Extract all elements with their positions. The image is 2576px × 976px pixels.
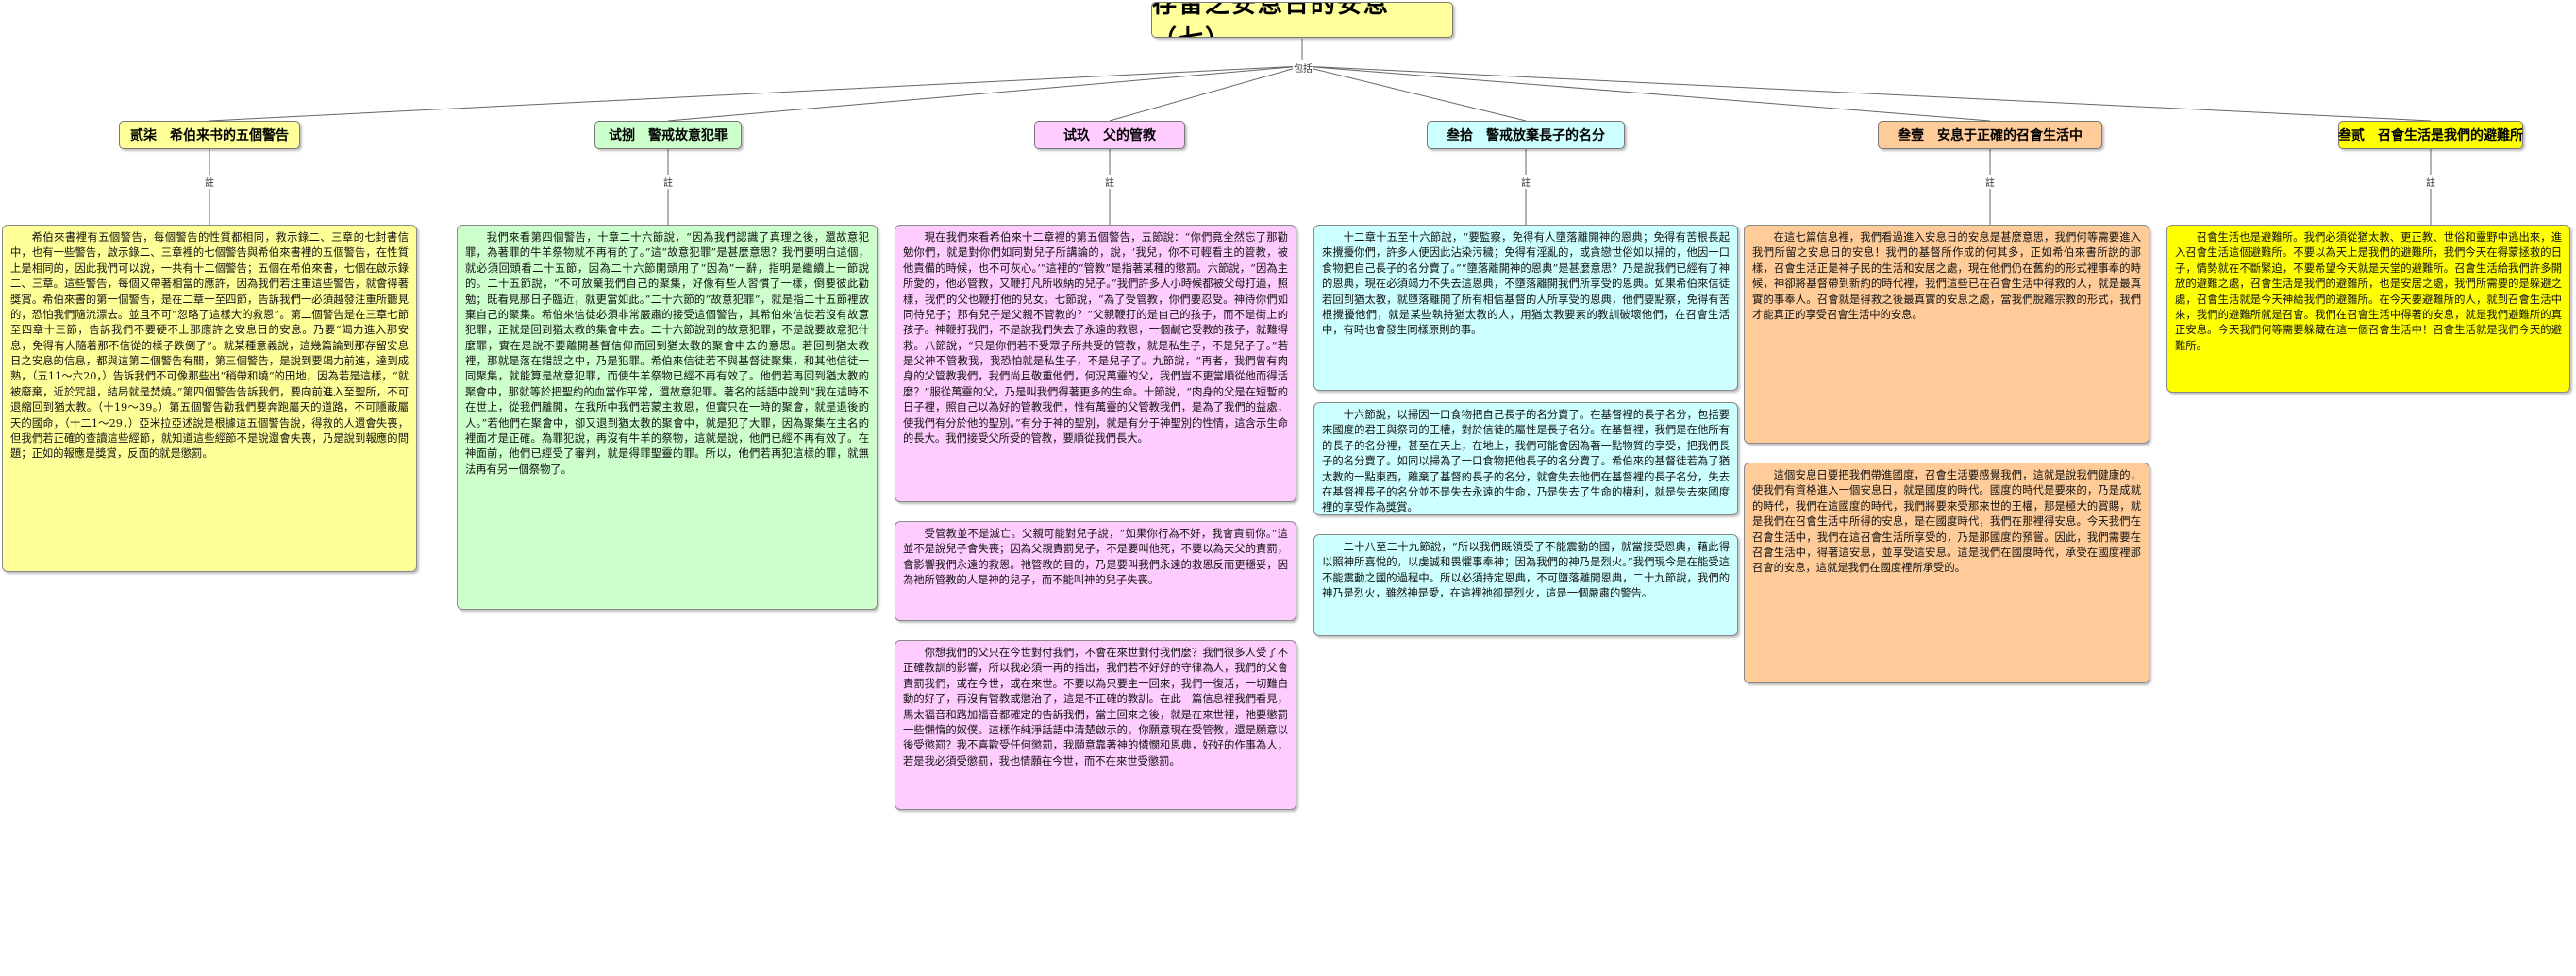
topic-28-willful-sin[interactable]: 试捌 警戒故意犯罪 bbox=[594, 121, 742, 149]
topic-32-refuge[interactable]: 叁贰 召會生活是我們的避難所 bbox=[2338, 121, 2523, 149]
note-box[interactable]: 十二章十五至十六節說，“要監察，免得有人墮落離開神的恩典；免得有苦根長起來攪擾你… bbox=[1313, 225, 1738, 391]
note-box[interactable]: 這個安息日要把我們帶進國度，召會生活要感覺我們，這就是說我們健康的，使我們有資格… bbox=[1744, 463, 2149, 683]
branch-link-label: 註 bbox=[1104, 175, 1115, 189]
topic-30-birthright[interactable]: 叁拾 警戒放棄長子的名分 bbox=[1427, 121, 1625, 149]
note-box[interactable]: 二十八至二十九節說，“所以我們既領受了不能震動的國，就當接受恩典，藉此得以照神所… bbox=[1313, 534, 1738, 636]
note-box[interactable]: 十六節說，以掃因一口食物把自己長子的名分賣了。在基督裡的長子名分，包括要來國度的… bbox=[1313, 402, 1738, 515]
branch-link-label: 註 bbox=[1984, 175, 1996, 189]
topic-31-church-rest[interactable]: 叁壹 安息于正確的召會生活中 bbox=[1878, 121, 2102, 149]
note-text: 你想我們的父只在今世對付我們，不會在來世對付我們麼？我們很多人受了不正確教訓的影… bbox=[903, 647, 1288, 767]
branch-link-label: 註 bbox=[204, 175, 215, 189]
note-box[interactable]: 我們來看第四個警告，十章二十六節說，“因為我們認識了真理之後，還故意犯罪，為著罪… bbox=[457, 225, 878, 610]
note-text: 二十八至二十九節說，“所以我們既領受了不能震動的國，就當接受恩典，藉此得以照神所… bbox=[1322, 541, 1730, 600]
page-title: 存留之安息日的安息（七） bbox=[1151, 2, 1453, 38]
note-box[interactable]: 現在我們來看希伯來十二章裡的第五個警告，五節說：“你們竟全然忘了那勸勉你們，就是… bbox=[895, 225, 1296, 502]
root-link-label: 包括 bbox=[1293, 60, 1313, 75]
note-box[interactable]: 在這七篇信息裡，我們看過進入安息日的安息是甚麼意思，我們何等需要進入我們所留之安… bbox=[1744, 225, 2149, 444]
note-text: 希伯來書裡有五個警告，每個警告的性質都相同，救示錄二、三章的七封書信中，也有一些… bbox=[10, 231, 409, 461]
branch-link-label: 註 bbox=[1520, 175, 1531, 189]
note-text: 我們來看第四個警告，十章二十六節說，“因為我們認識了真理之後，還故意犯罪，為著罪… bbox=[465, 231, 869, 476]
note-box[interactable]: 受管教並不是滅亡。父親可能對兒子說，“如果你行為不好，我會責罰你。”這並不是說兒… bbox=[895, 521, 1296, 621]
branch-link-label: 註 bbox=[662, 175, 674, 189]
note-text: 受管教並不是滅亡。父親可能對兒子說，“如果你行為不好，我會責罰你。”這並不是說兒… bbox=[903, 528, 1288, 587]
topic-29-fathers-discipline[interactable]: 试玖 父的管教 bbox=[1034, 121, 1185, 149]
note-box[interactable]: 你想我們的父只在今世對付我們，不會在來世對付我們麼？我們很多人受了不正確教訓的影… bbox=[895, 640, 1296, 810]
note-text: 這個安息日要把我們帶進國度，召會生活要感覺我們，這就是說我們健康的，使我們有資格… bbox=[1752, 469, 2141, 575]
branch-link-label: 註 bbox=[2425, 175, 2436, 189]
note-text: 十六節說，以掃因一口食物把自己長子的名分賣了。在基督裡的長子名分，包括要來國度的… bbox=[1322, 409, 1730, 514]
note-text: 召會生活也是避難所。我們必須從猶太教、更正教、世俗和靈野中逃出來，進入召會生活這… bbox=[2175, 231, 2562, 352]
topic-27-five-warnings[interactable]: 贰柒 希伯来书的五個警告 bbox=[119, 121, 300, 149]
note-box[interactable]: 希伯來書裡有五個警告，每個警告的性質都相同，救示錄二、三章的七封書信中，也有一些… bbox=[2, 225, 417, 572]
note-text: 十二章十五至十六節說，“要監察，免得有人墮落離開神的恩典；免得有苦根長起來攪擾你… bbox=[1322, 231, 1730, 337]
note-text: 在這七篇信息裡，我們看過進入安息日的安息是甚麼意思，我們何等需要進入我們所留之安… bbox=[1752, 231, 2141, 321]
note-box[interactable]: 召會生活也是避難所。我們必須從猶太教、更正教、世俗和靈野中逃出來，進入召會生活這… bbox=[2166, 225, 2570, 393]
note-text: 現在我們來看希伯來十二章裡的第五個警告，五節說：“你們竟全然忘了那勸勉你們，就是… bbox=[903, 231, 1288, 445]
